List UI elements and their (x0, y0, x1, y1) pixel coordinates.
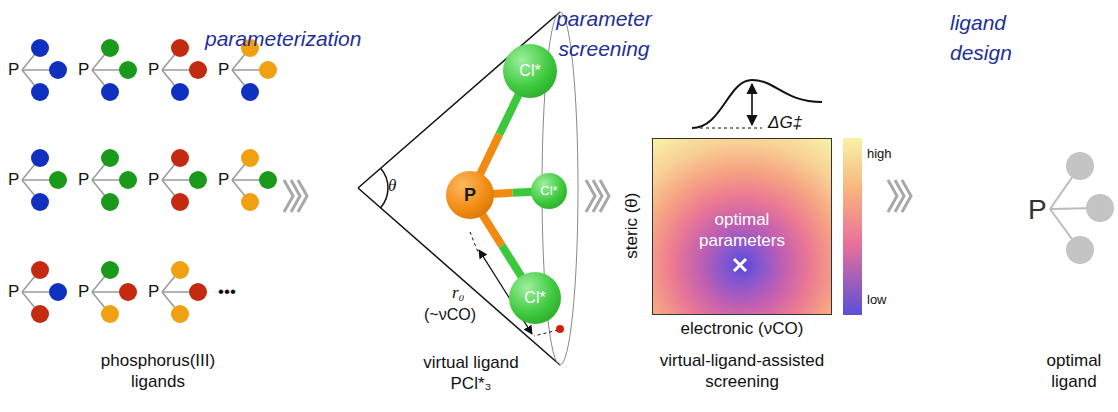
ligand-icon (92, 261, 137, 323)
annotation: (~νCO) (424, 305, 476, 325)
annotation: ••• (218, 281, 236, 302)
atom-symbol: P (78, 281, 89, 302)
substituent-dot (101, 261, 119, 279)
ligand-icon (162, 149, 207, 211)
ligand-icon (92, 39, 137, 101)
substituent-dot (31, 39, 49, 57)
chemical-bond (481, 212, 524, 279)
atom-symbol: P (148, 169, 159, 190)
annotation: steric (θ) (621, 166, 642, 286)
ligand-icon (162, 261, 207, 323)
chemical-bond (479, 92, 520, 177)
caption: virtual ligand PCl*₃ (405, 352, 537, 395)
ligand-icon (22, 149, 67, 211)
substituent-dot (171, 193, 189, 211)
atom-symbol: P (148, 281, 159, 302)
atom-symbol: P (218, 169, 229, 190)
atom-label: Cl* (524, 288, 545, 308)
substituent-dot (171, 149, 189, 167)
atom-label: P (464, 184, 476, 207)
heatmap-label: optimal parameters (687, 209, 797, 252)
substituent-dot (259, 171, 277, 189)
chlorine-atom: Cl* (503, 44, 557, 98)
substituent-dot (101, 193, 119, 211)
substituent-dot (119, 171, 137, 189)
annotation: high (867, 146, 892, 162)
substituent-dot (189, 61, 207, 79)
substituent-dot (171, 305, 189, 323)
substituent-dot (241, 149, 259, 167)
substituent-dot (49, 283, 67, 301)
ligand-icon (22, 39, 67, 101)
caption: optimal ligand (1034, 350, 1114, 393)
atom-symbol: P (8, 169, 19, 190)
bond-half (481, 212, 502, 246)
heatmap-box: optimal parameters (652, 138, 832, 315)
atom-label: Cl* (540, 183, 557, 199)
substituent-dot (101, 83, 119, 101)
ligand-icon (92, 149, 137, 211)
bond-half (479, 134, 500, 177)
substituent-dot (119, 61, 137, 79)
annotation: θ (388, 175, 396, 196)
ligand-icon (162, 39, 207, 101)
substituent-dot (31, 261, 49, 279)
substituent-dot (1066, 152, 1094, 180)
annotation: r₀ (452, 282, 465, 303)
annotation: ΔG‡ (768, 112, 802, 133)
substituent-dot (241, 193, 259, 211)
bond-half (499, 92, 520, 135)
chlorine-atom: Cl* (509, 272, 561, 324)
substituent-dot (101, 305, 119, 323)
substituent-dot (31, 149, 49, 167)
ligand-icon (22, 261, 67, 323)
substituent-dot (189, 171, 207, 189)
substituent-dot (171, 39, 189, 57)
bond-half (502, 246, 523, 280)
chlorine-atom: Cl* (531, 173, 567, 209)
substituent-dot (49, 171, 67, 189)
substituent-dot (241, 83, 259, 101)
substituent-dot (49, 61, 67, 79)
substituent-dot (101, 39, 119, 57)
substituent-dot (1086, 194, 1114, 222)
atom-symbol: P (8, 59, 19, 80)
stage-title: parameter screening (548, 4, 660, 65)
chemical-bond (490, 192, 535, 194)
optimal-ligand-icon (1050, 152, 1114, 264)
stage-title: parameterization (205, 26, 361, 52)
substituent-dot (171, 261, 189, 279)
cone (358, 12, 578, 365)
atom-symbol: P (78, 169, 89, 190)
atom-symbol: P (8, 281, 19, 302)
substituent-dot (1066, 236, 1094, 264)
stage-title: ligand design (950, 8, 1045, 69)
substituent-dot (31, 305, 49, 323)
substituent-dot (189, 283, 207, 301)
color-bar (843, 138, 862, 315)
annotation: low (867, 292, 887, 308)
chevron (586, 180, 609, 212)
atom-symbol: P (218, 59, 229, 80)
substituent-dot (31, 193, 49, 211)
chevron (284, 180, 307, 212)
cross-mark (734, 259, 746, 271)
chevron (888, 180, 911, 212)
atom-symbol: P (78, 59, 89, 80)
substituent-dot (259, 61, 277, 79)
cone-tip-dot (556, 325, 564, 333)
phosphorus-atom: P (446, 171, 494, 219)
energy-barrier (692, 80, 822, 128)
atom-symbol: P (1028, 192, 1047, 227)
substituent-dot (31, 83, 49, 101)
annotation: electronic (νCO) (652, 318, 832, 339)
ligand-icon (232, 149, 277, 211)
substituent-dot (119, 283, 137, 301)
caption: virtual-ligand-assisted screening (642, 350, 842, 393)
atom-label: Cl* (519, 61, 540, 81)
atom-symbol: P (148, 59, 159, 80)
substituent-dot (171, 83, 189, 101)
caption: phosphorus(III) ligands (72, 350, 244, 393)
substituent-dot (101, 149, 119, 167)
